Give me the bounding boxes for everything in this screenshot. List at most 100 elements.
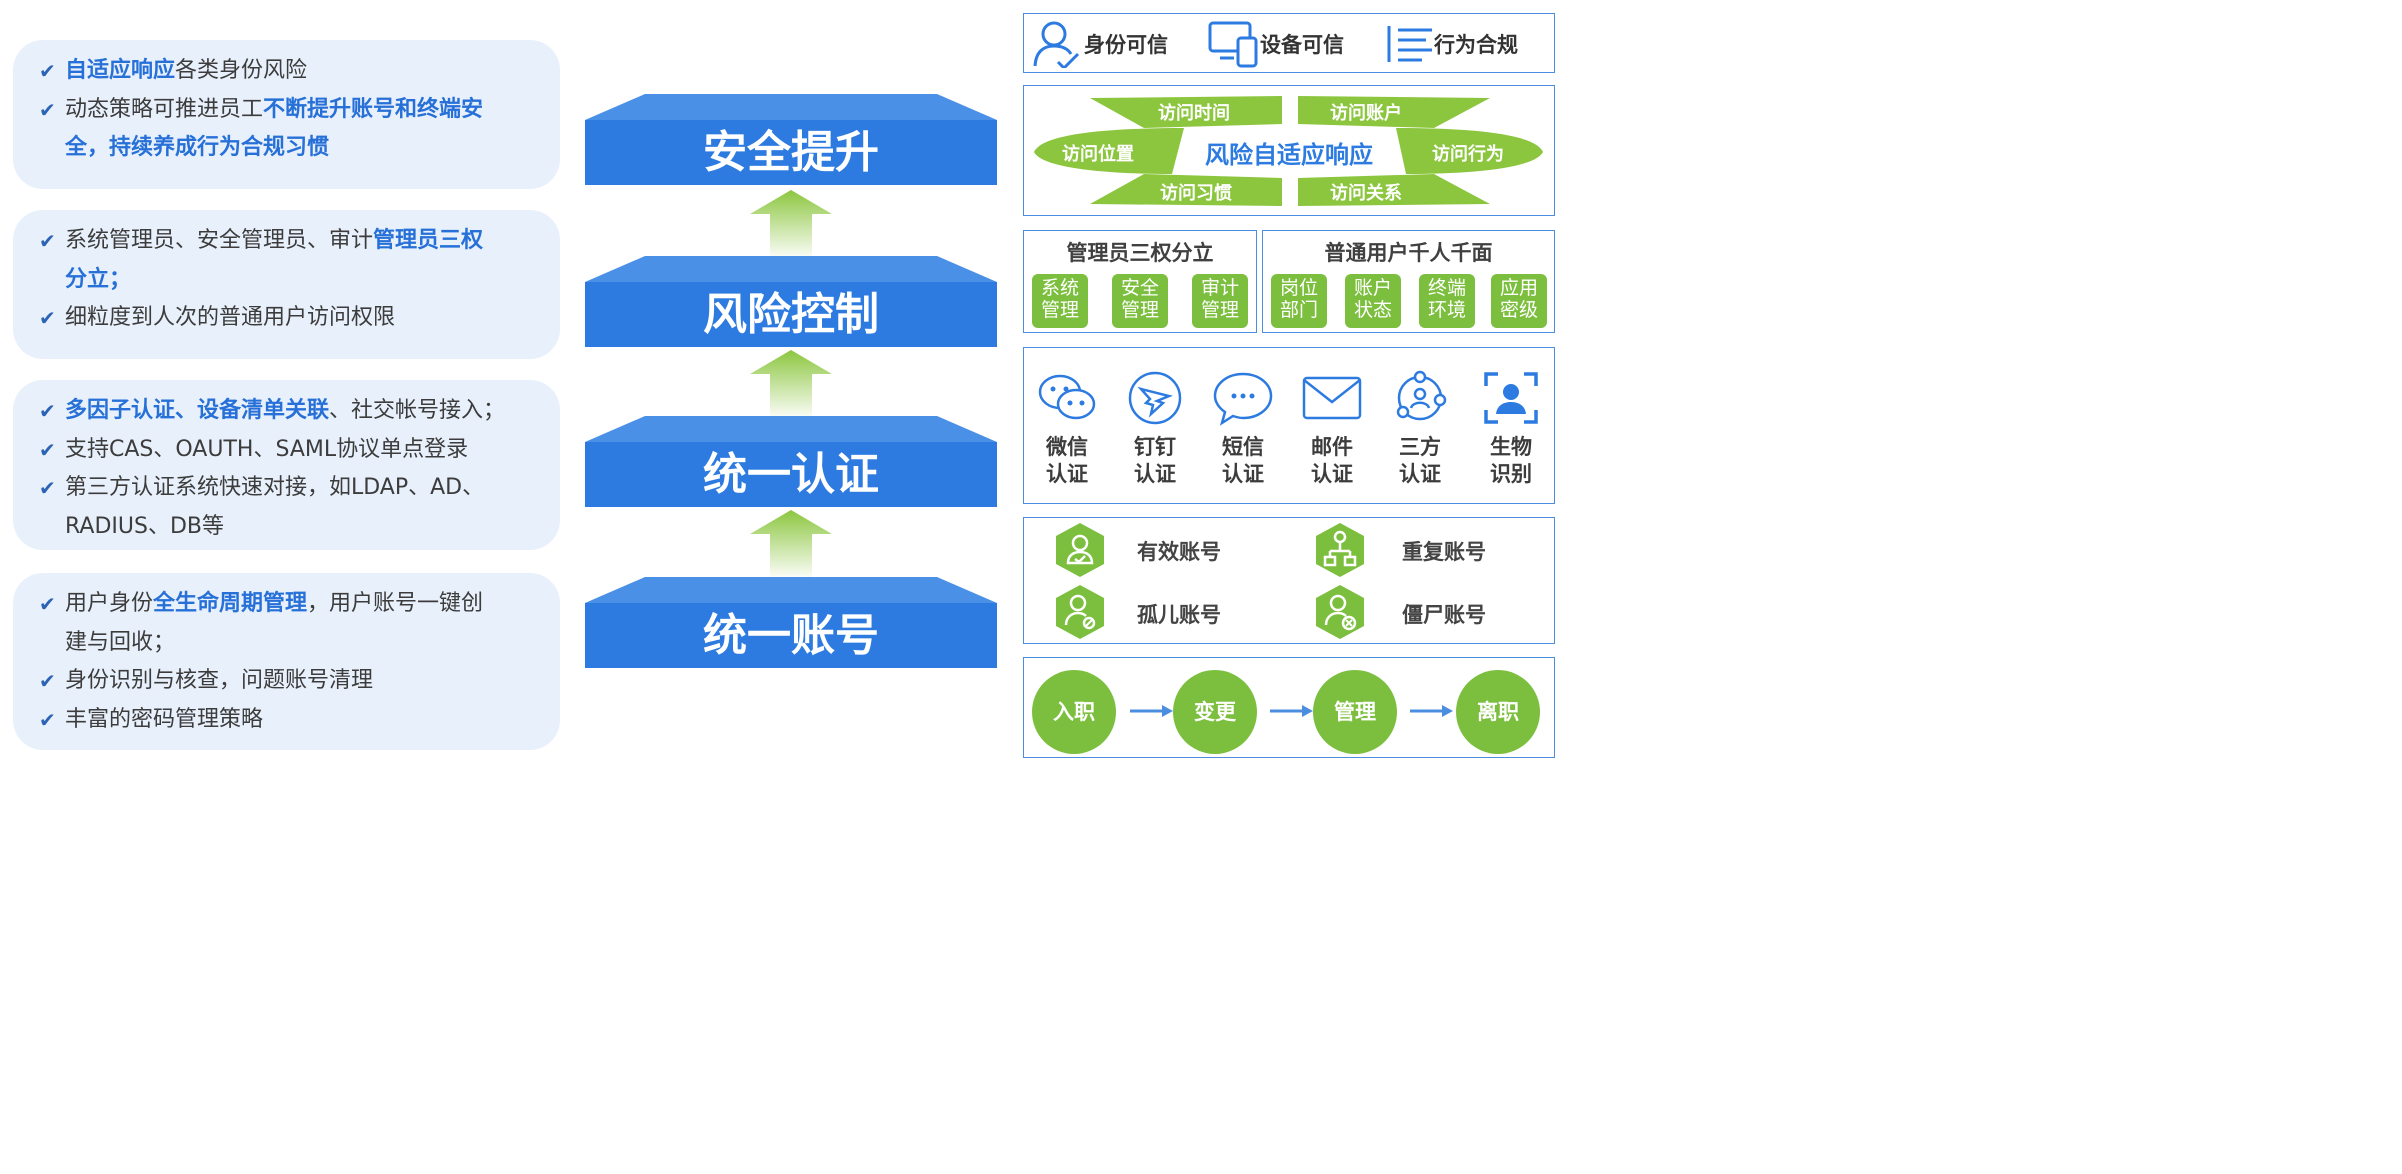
sms-icon (1213, 372, 1273, 426)
auth-biometric: 生物识别 (1476, 370, 1546, 488)
right-arrow-icon (1270, 705, 1313, 717)
account-valid-label: 有效账号 (1137, 540, 1221, 564)
lifecycle-box: 入职 变更 管理 离职 (1023, 657, 1555, 758)
body-text: 系统管理员、安全管理员、审计 (65, 228, 374, 253)
petal-shape (1090, 96, 1282, 128)
check-icon: ✔ (39, 59, 56, 83)
highlight-text: 分立； (65, 266, 132, 292)
risk-adaptive-box: 访问时间 访问账户 访问位置 访问行为 访问习惯 访问关系 风险自适应响应 (1023, 85, 1555, 216)
up-arrow-icon (750, 350, 832, 420)
feature-panel-unified-auth: ✔ 多因子认证、设备清单关联、社交帐号接入；✔ 支持CAS、OAUTH、SAML协议… (13, 380, 560, 550)
auth-methods-box: 微信认证 钉钉认证 短信认证 邮件认证 三方认证 (1023, 347, 1555, 504)
risk-petal-label: 访问时间 (1158, 103, 1230, 124)
body-text: RADIUS、DB等 (65, 513, 224, 539)
feature-line: ✔细粒度到人次的普通用户访问权限 (39, 299, 546, 338)
feature-line: ✔第三方认证系统快速对接，如LDAP、AD、 (39, 469, 546, 508)
feature-line: 建与回收； (39, 624, 546, 663)
tile-terminal-env: 终端环境 (1419, 274, 1475, 328)
account-zombie-label: 僵尸账号 (1402, 603, 1486, 627)
tier-bevel (585, 256, 997, 282)
up-arrow-icon (750, 190, 832, 260)
user-personalization-box: 普通用户千人千面 岗位部门 账户状态 终端环境 应用密级 (1262, 230, 1555, 333)
admin-title: 管理员三权分立 (1066, 241, 1214, 265)
body-text: 动态策略可推进员工 (65, 96, 264, 122)
right-arrow-icon (1410, 705, 1453, 717)
check-icon: ✔ (39, 707, 56, 732)
risk-petal-label: 访问位置 (1062, 144, 1134, 165)
tile-audit-admin: 审计管理 (1192, 274, 1248, 328)
highlight-text: 全，持续养成行为合规习惯 (65, 135, 330, 160)
risk-center-label: 风险自适应响应 (1205, 141, 1373, 169)
petal-shape (1034, 128, 1184, 174)
tier-bevel (585, 94, 997, 120)
tier-label: 统一认证 (585, 442, 997, 507)
feature-line: ✔ 系统管理员、安全管理员、审计管理员三权 (39, 222, 546, 261)
highlight-text: 管理员三权 (373, 228, 484, 253)
trust-box: 身份可信 设备可信 行为合规 (1023, 13, 1555, 73)
tile-position-dept: 岗位部门 (1271, 274, 1327, 328)
face-scan-icon (1484, 372, 1538, 424)
check-icon: ✔ (39, 592, 56, 616)
tier-bevel (585, 416, 997, 442)
body-text: 各类身份风险 (175, 58, 308, 83)
risk-petal-label: 访问关系 (1330, 183, 1402, 204)
body-text: 用户身份 (65, 591, 154, 616)
tier-bevel (585, 577, 997, 603)
feature-line: 全，持续养成行为合规习惯 (39, 129, 546, 168)
risk-petal-label: 访问习惯 (1160, 183, 1232, 204)
feature-line: ✔ 多因子认证、设备清单关联、社交帐号接入； (39, 392, 546, 431)
highlight-text: 全生命周期管理 (153, 591, 308, 616)
trust-identity-label: 身份可信 (1084, 33, 1168, 57)
highlight-text: 不断提升账号和终端安 (263, 96, 484, 122)
petal-shape (1090, 174, 1282, 206)
body-text: 支持CAS、OAUTH、SAML协议单点登录 (65, 436, 469, 462)
tile-account-status: 账户状态 (1345, 274, 1401, 328)
check-icon: ✔ (39, 229, 56, 253)
check-icon: ✔ (39, 306, 56, 330)
feature-line: ✔身份识别与核查，问题账号清理 (39, 662, 546, 701)
lifecycle-onboard: 入职 (1032, 670, 1116, 754)
right-arrow-icon (1130, 705, 1173, 717)
admin-separation-box: 管理员三权分立 系统管理 安全管理 审计管理 (1023, 230, 1257, 333)
wechat-icon (1038, 374, 1096, 420)
orphan-account-icon (1056, 585, 1104, 639)
feature-line: ✔用户身份全生命周期管理，用户账号一键创 (39, 585, 546, 624)
check-icon: ✔ (39, 399, 56, 423)
feature-line: 分立； (39, 261, 546, 300)
feature-line: RADIUS、DB等 (39, 508, 546, 547)
risk-petal-diagram (1034, 96, 1543, 206)
body-text: 建与回收； (65, 629, 176, 655)
tile-security-admin: 安全管理 (1112, 274, 1168, 328)
petal-shape (1298, 174, 1490, 206)
zombie-account-icon (1316, 585, 1364, 639)
account-types-box: 有效账号 重复账号 孤儿账号 僵尸账号 (1023, 517, 1555, 644)
trust-device-label: 设备可信 (1260, 33, 1344, 57)
feature-line: ✔ 动态策略可推进员工不断提升账号和终端安 (39, 91, 546, 130)
highlight-text: 自适应响应 (65, 58, 176, 83)
feature-line: ✔ 自适应响应各类身份风险 (39, 52, 546, 91)
lifecycle-change: 变更 (1173, 670, 1257, 754)
dingtalk-icon (1128, 371, 1182, 425)
check-icon: ✔ (39, 669, 56, 693)
body-text: 、社交帐号接入； (329, 398, 506, 423)
feature-panel-security-upgrade: ✔ 自适应响应各类身份风险 ✔ 动态策略可推进员工不断提升账号和终端安全，持续养成行为… (13, 40, 560, 189)
auth-mail: 邮件认证 (1297, 370, 1367, 488)
body-text: 丰富的密码管理策略 (65, 706, 264, 732)
check-icon: ✔ (39, 97, 56, 122)
auth-third-party: 三方认证 (1385, 370, 1455, 488)
highlight-text: 多因子认证、设备清单关联 (65, 398, 330, 423)
risk-petal-label: 访问行为 (1432, 144, 1504, 165)
duplicate-account-icon (1316, 523, 1364, 577)
feature-panel-risk-control: ✔ 系统管理员、安全管理员、审计管理员三权分立； ✔细粒度到人次的普通用户访问权限 (13, 210, 560, 359)
tile-app-level: 应用密级 (1491, 274, 1547, 328)
devices-icon (1208, 21, 1258, 68)
lifecycle-offboard: 离职 (1456, 670, 1540, 754)
list-icon (1387, 26, 1432, 62)
lifecycle-manage: 管理 (1313, 670, 1397, 754)
user-check-icon (1033, 21, 1080, 68)
mail-icon (1302, 376, 1362, 420)
auth-dingtalk: 钉钉认证 (1120, 370, 1190, 488)
tier-label: 统一账号 (585, 603, 997, 668)
petal-shape (1298, 96, 1490, 128)
account-orphan-label: 孤儿账号 (1137, 603, 1221, 627)
